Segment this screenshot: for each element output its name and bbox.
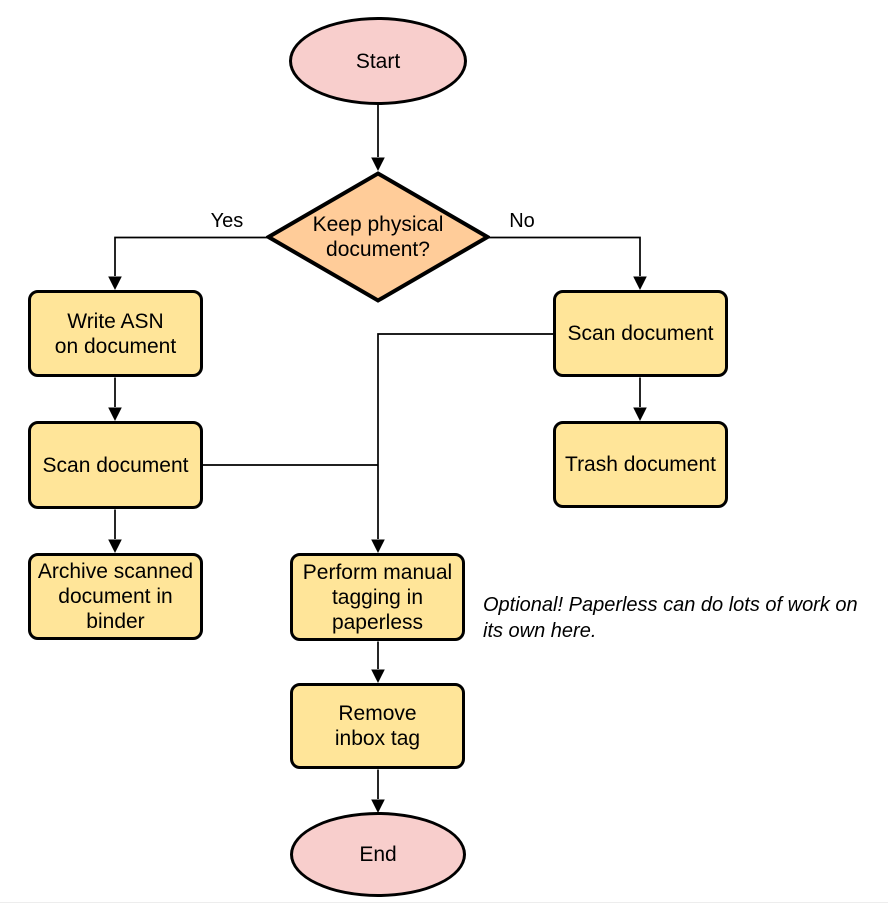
edge-label-no: No [496, 210, 548, 232]
end-terminal: End [290, 812, 466, 897]
process-trash-document: Trash document [553, 421, 728, 508]
remove-inbox-label: Remove inbox tag [334, 702, 421, 750]
process-scan-document-right: Scan document [553, 290, 728, 377]
end-label: End [359, 843, 397, 866]
diamond-shape [266, 171, 490, 303]
archive-label: Archive scanned document in binder [37, 560, 194, 633]
bottom-hairline [0, 902, 888, 903]
process-remove-inbox-tag: Remove inbox tag [290, 683, 465, 769]
edge-label-yes: Yes [194, 210, 260, 232]
start-terminal: Start [289, 17, 467, 105]
tagging-label: Perform manual tagging in paperless [302, 560, 453, 634]
write-asn-label: Write ASN on document [54, 309, 177, 358]
process-perform-manual-tagging: Perform manual tagging in paperless [290, 553, 465, 641]
process-write-asn-on-document: Write ASN on document [28, 290, 203, 377]
trash-label: Trash document [565, 453, 716, 476]
edge-decision-no-to-scan-right [489, 236, 641, 276]
scan-left-label: Scan document [42, 453, 189, 477]
start-label: Start [355, 49, 401, 73]
decision-keep-physical-document: Keep physical document? [266, 171, 490, 303]
decision-label: Keep physical document? [312, 213, 444, 261]
scan-right-label: Scan document [567, 322, 714, 345]
process-scan-document-left: Scan document [28, 421, 203, 509]
process-archive-scanned-document: Archive scanned document in binder [28, 553, 203, 640]
note-optional-paperless: Optional! Paperless can do lots of work … [483, 594, 858, 642]
edge-scan-right-to-tagging [377, 333, 553, 539]
edge-decision-yes-to-write-asn [114, 236, 267, 276]
